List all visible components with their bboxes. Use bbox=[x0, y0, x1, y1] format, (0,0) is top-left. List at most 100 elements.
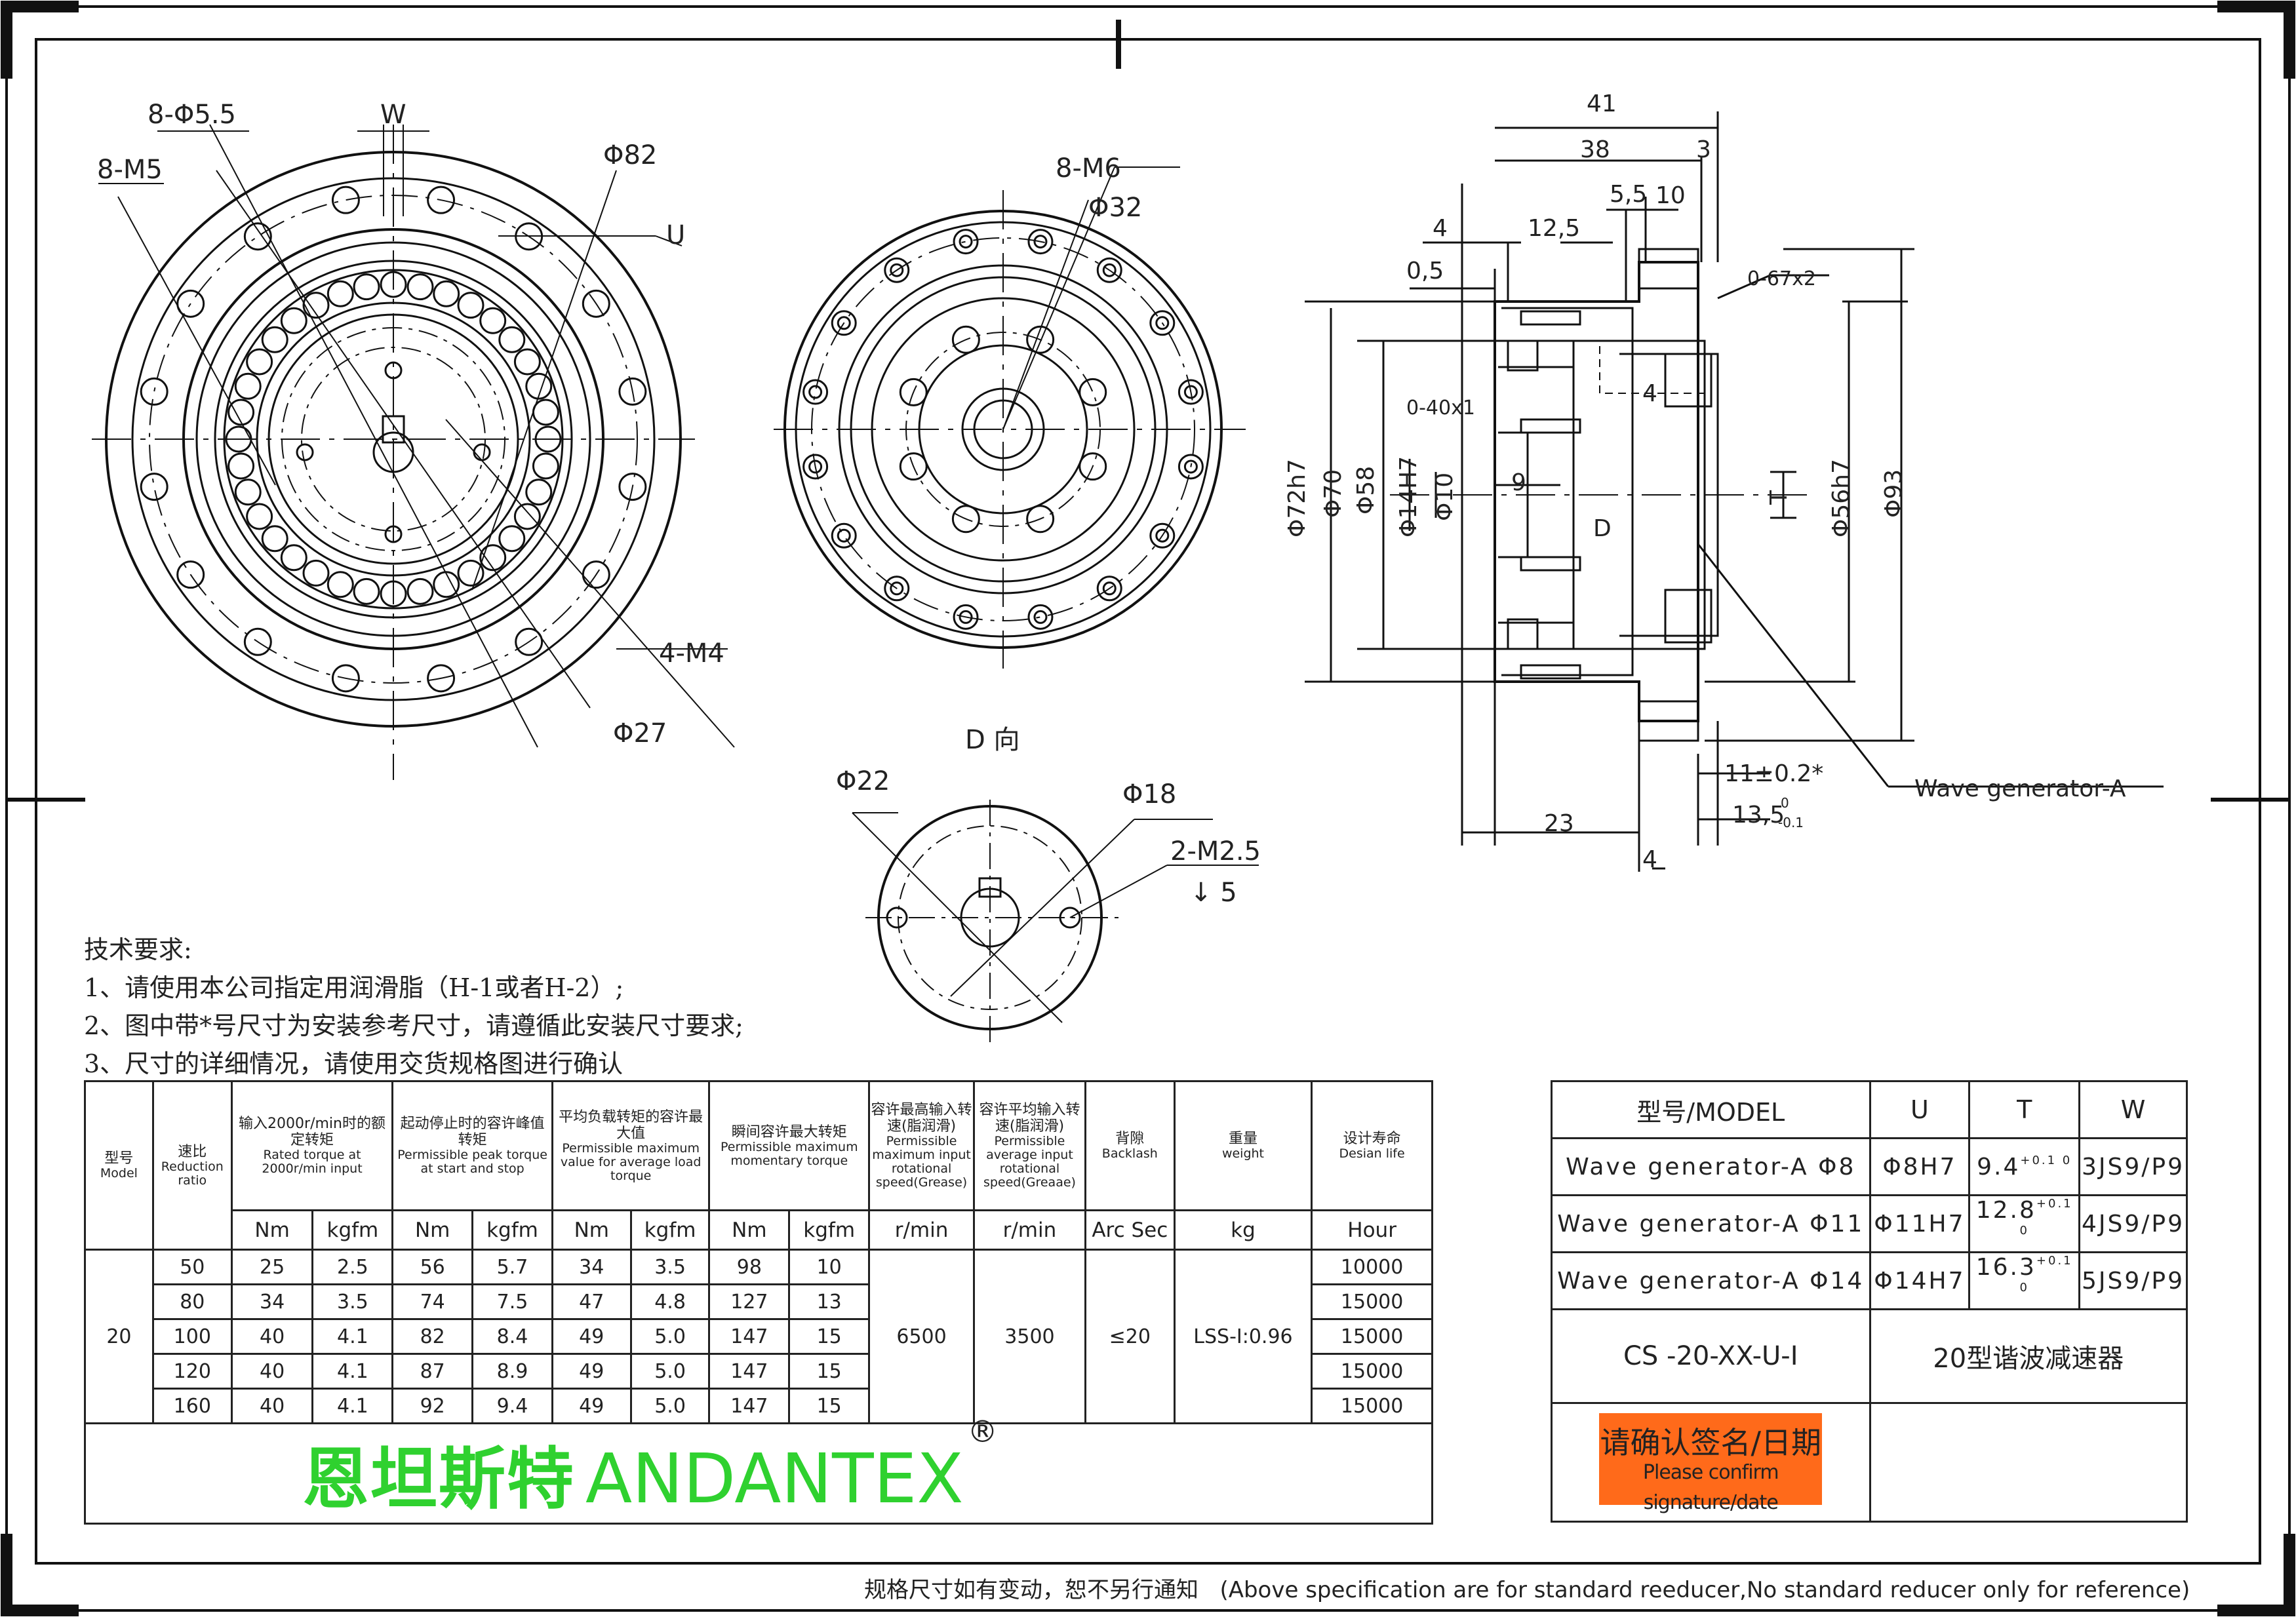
signature-field[interactable] bbox=[1869, 1402, 2188, 1523]
mounting-hole bbox=[837, 528, 851, 543]
label-dia-22: Φ22 bbox=[836, 766, 890, 796]
label-0-5: 0,5 bbox=[1406, 258, 1444, 284]
mounting-hole bbox=[1102, 263, 1117, 277]
label-depth-5: ↓ 5 bbox=[1190, 878, 1237, 908]
backlash-cell: ≤20 bbox=[1084, 1249, 1176, 1424]
mounting-hole bbox=[890, 263, 904, 277]
label-10: 10 bbox=[1655, 182, 1686, 209]
label-dia-14h7: Φ14H7 bbox=[1395, 456, 1422, 537]
bearing-ball bbox=[246, 503, 273, 530]
label-dia-10: Φ10 bbox=[1431, 473, 1458, 521]
mounting-hole bbox=[1026, 325, 1055, 354]
model-name-cell: Wave generator-A Φ11 bbox=[1551, 1194, 1871, 1253]
table-row: Wave generator-A Φ14 Φ14H7 16.3+0.1 0 5J… bbox=[1551, 1251, 2188, 1310]
table-row: Wave generator-A Φ11 Φ11H7 12.8+0.1 0 4J… bbox=[1551, 1194, 2188, 1253]
mounting-hole bbox=[831, 522, 857, 549]
label-11-tol: 11±0.2* bbox=[1724, 760, 1823, 787]
t-cell: 9.4+0.1 0 bbox=[1968, 1137, 2081, 1196]
unit-cell: kgfm bbox=[471, 1209, 553, 1251]
note-item: 1、请使用本公司指定用润滑脂（H-1或者H-2）; bbox=[84, 973, 624, 1002]
mounting-hole bbox=[1155, 316, 1170, 330]
brand-name-en: ANDANTEX bbox=[585, 1438, 964, 1519]
mounting-hole bbox=[808, 385, 823, 399]
unit-cell: r/min bbox=[973, 1209, 1086, 1251]
bearing-ball bbox=[457, 292, 485, 319]
label-3: 3 bbox=[1696, 136, 1711, 163]
mounting-hole bbox=[1183, 459, 1198, 474]
weight-cell: LSS-I:0.96 bbox=[1173, 1249, 1313, 1424]
label-41: 41 bbox=[1587, 90, 1617, 117]
mounting-hole bbox=[243, 627, 272, 656]
table-cell: 98 bbox=[708, 1249, 791, 1285]
table-cell: 9.4 bbox=[471, 1388, 553, 1424]
bearing-ball bbox=[513, 348, 541, 376]
mounting-hole bbox=[331, 185, 360, 214]
table-cell: 5.0 bbox=[629, 1388, 711, 1424]
table-cell: 5.7 bbox=[471, 1249, 553, 1285]
product-code: CS -20-XX-U-I bbox=[1551, 1308, 1871, 1404]
unit-cell: kgfm bbox=[629, 1209, 711, 1251]
table-cell: 7.5 bbox=[471, 1283, 553, 1320]
table-cell: 49 bbox=[551, 1318, 632, 1355]
life-cell: 15000 bbox=[1311, 1318, 1433, 1355]
table-cell: 8.4 bbox=[471, 1318, 553, 1355]
mounting-hole bbox=[427, 664, 456, 693]
t-cell: 16.3+0.1 0 bbox=[1968, 1251, 2081, 1310]
mounting-hole bbox=[808, 459, 823, 474]
label-chamfer-40x1: 0-40x1 bbox=[1406, 397, 1475, 419]
table-cell: 40 bbox=[230, 1353, 314, 1390]
brand-name-cn: 恩坦斯特 bbox=[302, 1440, 575, 1519]
model-cell: 20 bbox=[84, 1249, 154, 1424]
table-cell: 13 bbox=[788, 1283, 871, 1320]
label-dia-70: Φ70 bbox=[1320, 469, 1347, 518]
w-cell: 5JS9/P9 bbox=[2078, 1251, 2188, 1310]
mounting-hole bbox=[1096, 257, 1122, 283]
table-row: 20 50 25 2.5 56 5.7 34 3.5 98 10 6500 35… bbox=[84, 1249, 1433, 1424]
label-dia-72h7: Φ72h7 bbox=[1284, 459, 1311, 537]
table-cell: 56 bbox=[391, 1249, 474, 1285]
mounting-hole bbox=[1027, 229, 1054, 255]
table-cell: 4.1 bbox=[311, 1388, 394, 1424]
mounting-hole bbox=[959, 610, 973, 624]
mounting-hole bbox=[899, 452, 928, 481]
mounting-hole bbox=[1102, 581, 1117, 596]
mounting-hole bbox=[1149, 310, 1176, 336]
table-row: 100 40 4.1 82 8.4 49 5.0 147 15 15000 bbox=[85, 1318, 1433, 1355]
mounting-hole bbox=[802, 454, 829, 480]
signature-row: 请确认签名/日期 Please confirm signature/date bbox=[1551, 1402, 2188, 1523]
header-model: 型号/MODEL bbox=[1551, 1080, 1871, 1139]
mounting-hole bbox=[1026, 505, 1055, 534]
header-w: W bbox=[2078, 1080, 2188, 1139]
bearing-ball bbox=[498, 525, 526, 553]
mounting-hole bbox=[1079, 378, 1107, 406]
bearing-ball bbox=[532, 452, 559, 480]
ratio-cell: 160 bbox=[151, 1388, 233, 1424]
bearing-ball bbox=[228, 452, 255, 480]
table-cell: 87 bbox=[391, 1353, 474, 1390]
bearing-ball bbox=[353, 577, 380, 605]
table-cell: 74 bbox=[391, 1283, 474, 1320]
label-t: T bbox=[1766, 490, 1792, 505]
mounting-hole bbox=[1149, 522, 1176, 549]
table-cell: 10 bbox=[788, 1249, 871, 1285]
bearing-ball bbox=[525, 478, 553, 506]
mounting-hole bbox=[1178, 454, 1204, 480]
registered-mark: ® bbox=[967, 1413, 998, 1449]
table-cell: 82 bbox=[391, 1318, 474, 1355]
life-cell: 10000 bbox=[1311, 1249, 1433, 1285]
mounting-hole bbox=[1027, 604, 1054, 630]
u-cell: Φ11H7 bbox=[1869, 1194, 1971, 1253]
bearing-ball bbox=[406, 577, 434, 605]
t-cell: 12.8+0.1 0 bbox=[1968, 1194, 2081, 1253]
product-name: 20型谐波减速器 bbox=[1869, 1308, 2188, 1404]
bearing-ball bbox=[532, 399, 559, 426]
label-w: W bbox=[380, 100, 406, 130]
footer-note: 规格尺寸如有变动，恕不另行通知 (Above specification are… bbox=[864, 1572, 2190, 1604]
table-cell: 15 bbox=[788, 1388, 871, 1424]
label-chamfer-67x2: 0-67x2 bbox=[1747, 267, 1816, 290]
